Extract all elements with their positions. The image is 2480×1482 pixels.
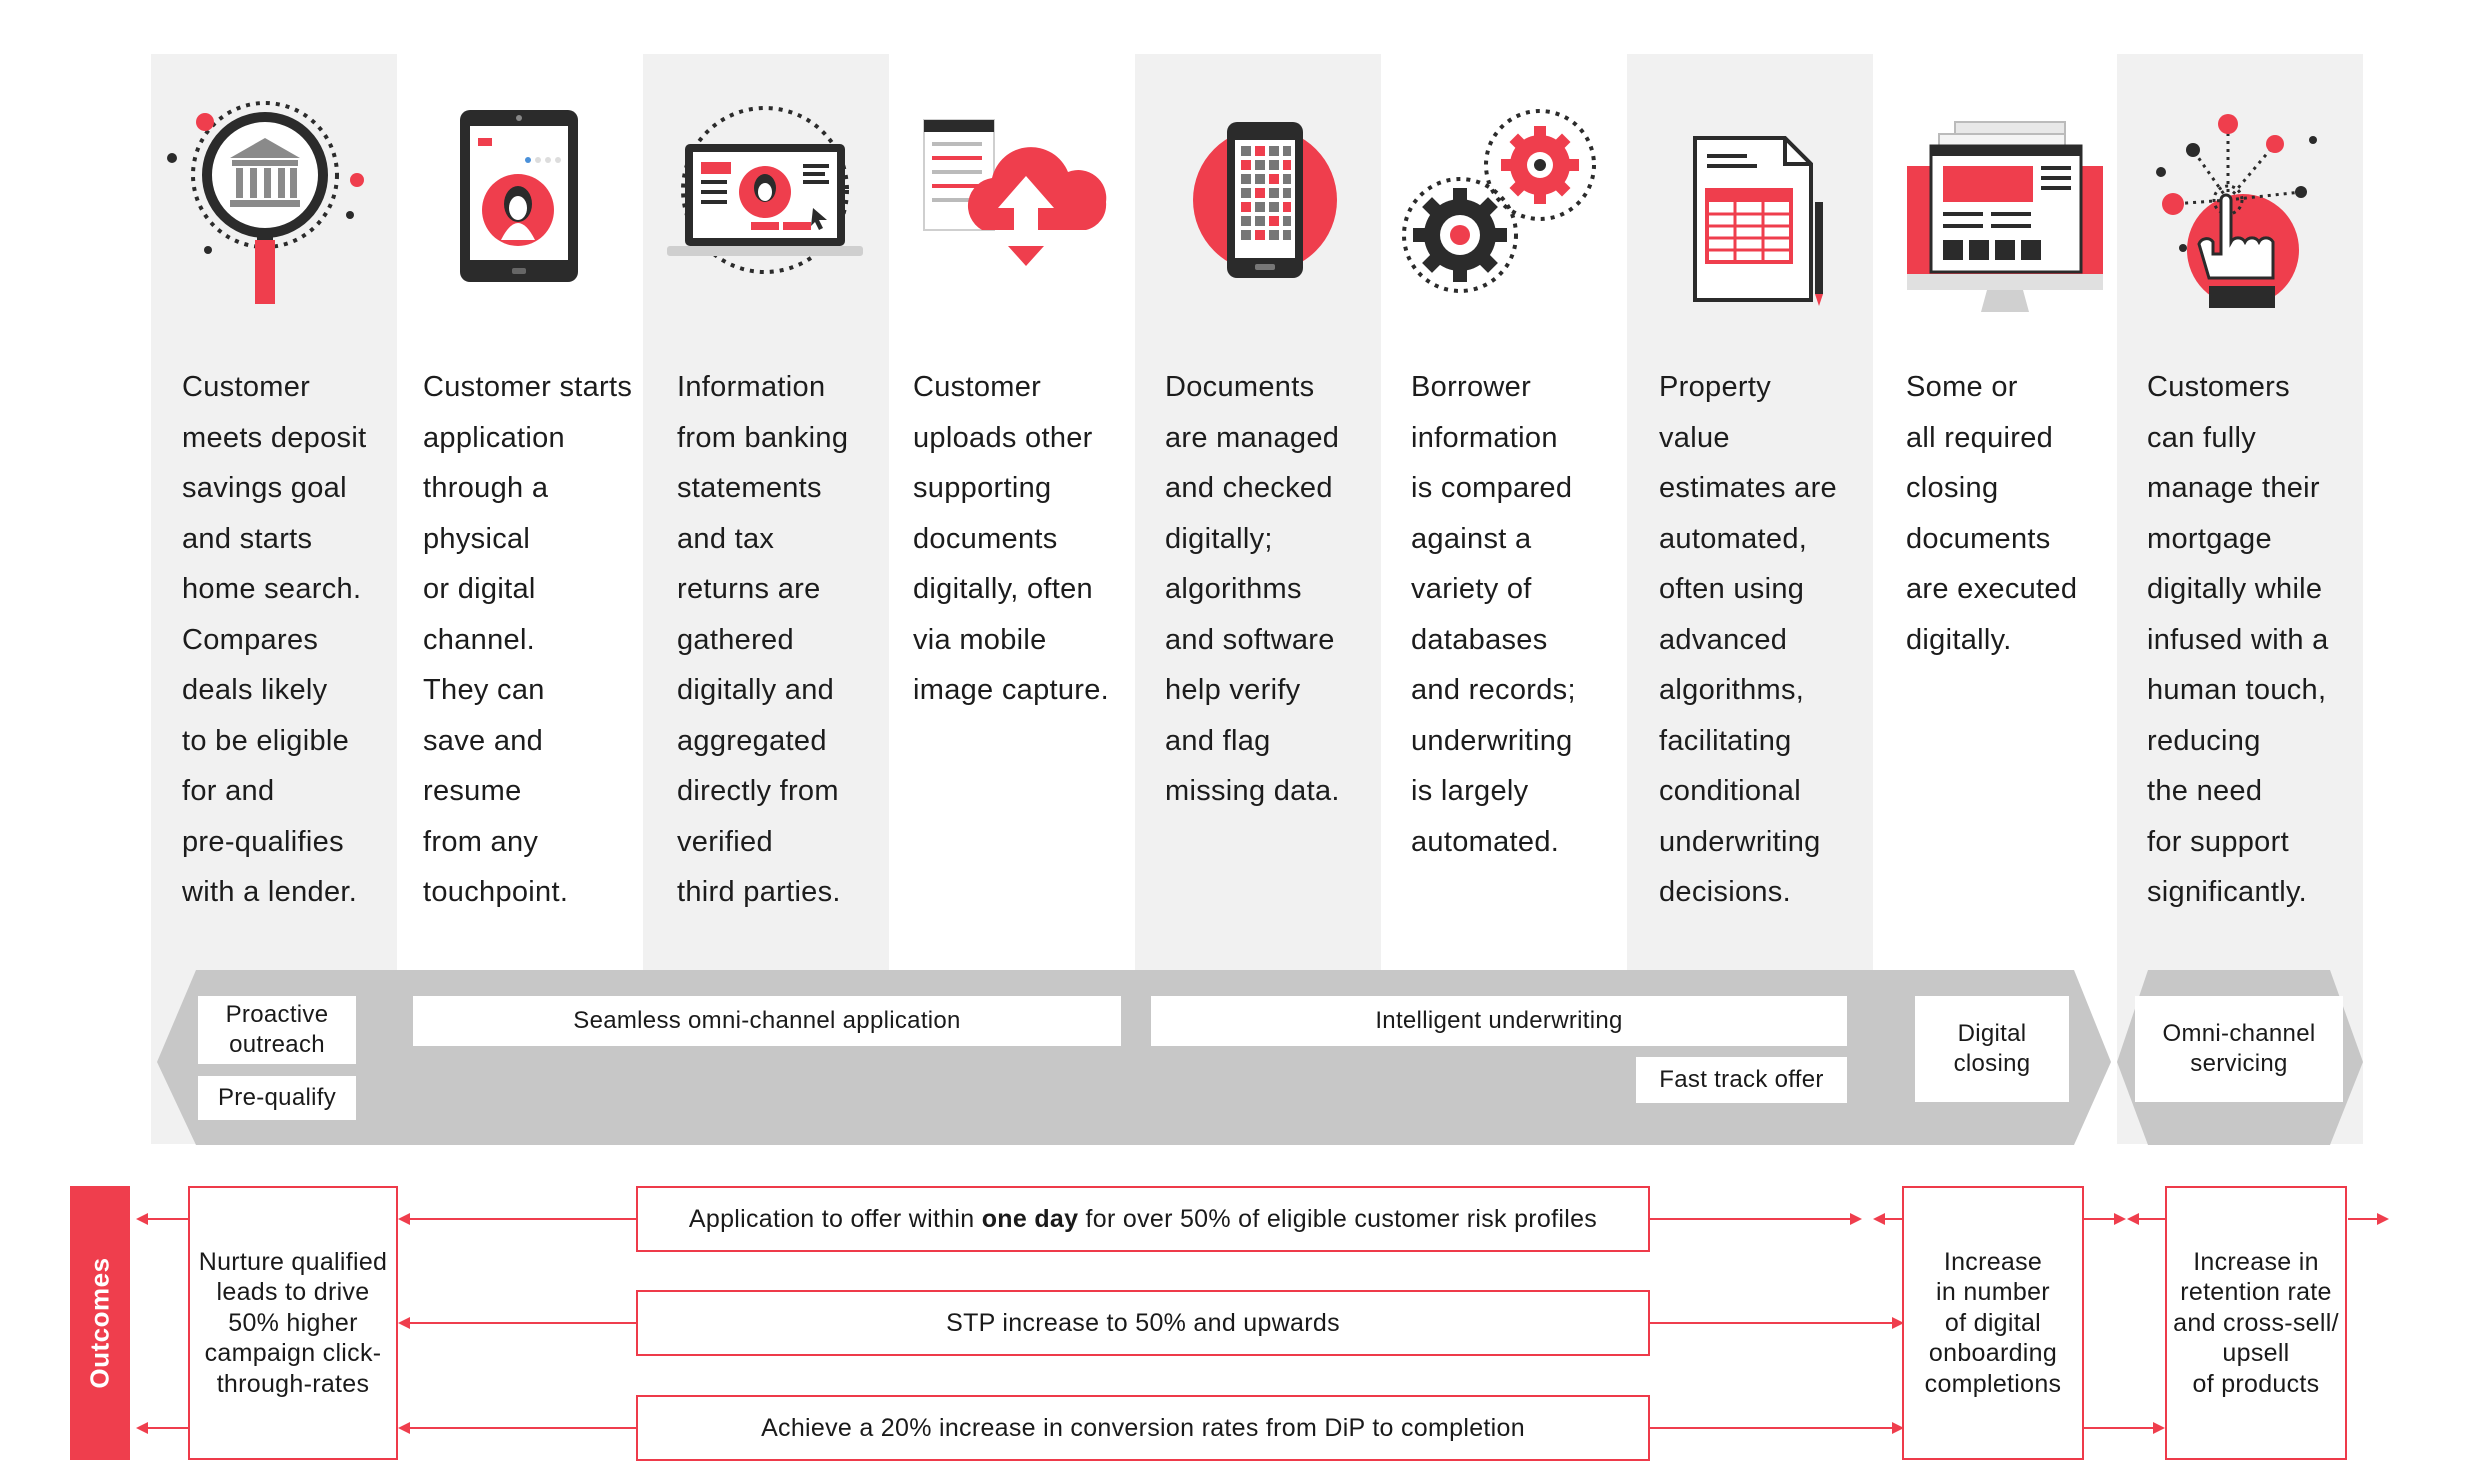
outcomes-label-text: Outcomes [84, 1257, 115, 1389]
outcome-application-to-offer: Application to offer within one day for … [636, 1186, 1650, 1252]
stage-description-1: Customer meets deposit savings goal and … [182, 371, 367, 908]
outcome-app-offer-bold: one day [981, 1204, 1079, 1233]
magnifier-bank-icon [160, 80, 380, 320]
document-table-icon [1655, 80, 1875, 320]
stage-description-9: Customers can fully manage their mortgag… [2147, 371, 2329, 908]
stage-description-3: Information from banking statements and … [677, 371, 849, 908]
monitor-documents-icon [1895, 80, 2115, 320]
smartphone-grid-icon [1155, 80, 1375, 320]
outcomes-label: Outcomes [70, 1186, 130, 1460]
phase-fast-track-offer: Fast track offer [1636, 1057, 1847, 1103]
phase-proactive-outreach: Proactive outreach [198, 996, 356, 1064]
phase-intelligent-underwriting: Intelligent underwriting [1151, 996, 1847, 1046]
outcome-nurture-leads: Nurture qualified leads to drive 50% hig… [188, 1186, 398, 1460]
outcome-digital-onboarding: Increase in number of digital onboarding… [1902, 1186, 2084, 1460]
stage-description-4: Customer uploads other supporting docume… [913, 371, 1110, 706]
phase-pre-qualify: Pre-qualify [198, 1076, 356, 1120]
gears-icon [1400, 80, 1620, 320]
cloud-upload-icon [910, 80, 1130, 320]
stage-description-8: Some or all required closing documents a… [1906, 371, 2078, 656]
touch-network-icon [2133, 80, 2353, 320]
outcome-app-offer-pre: Application to offer within [688, 1204, 982, 1233]
stage-description-6: Borrower information is compared against… [1411, 371, 1576, 858]
stage-description-2: Customer starts application through a ph… [423, 371, 633, 908]
outcome-conversion-increase: Achieve a 20% increase in conversion rat… [636, 1395, 1650, 1461]
stage-description-7: Property value estimates are automated, … [1659, 371, 1837, 908]
phase-omni-channel-servicing: Omni-channel servicing [2135, 996, 2343, 1102]
outcome-retention-rate: Increase in retention rate and cross-sel… [2165, 1186, 2347, 1460]
outcome-app-offer-post: for over 50% of eligible customer risk p… [1078, 1204, 1598, 1233]
outcome-stp-increase: STP increase to 50% and upwards [636, 1290, 1650, 1356]
tablet-profile-icon [408, 80, 628, 320]
laptop-profile-icon [655, 80, 875, 320]
phase-seamless-application: Seamless omni-channel application [413, 996, 1121, 1046]
phase-digital-closing: Digital closing [1915, 996, 2069, 1102]
stage-description-5: Documents are managed and checked digita… [1165, 371, 1340, 807]
